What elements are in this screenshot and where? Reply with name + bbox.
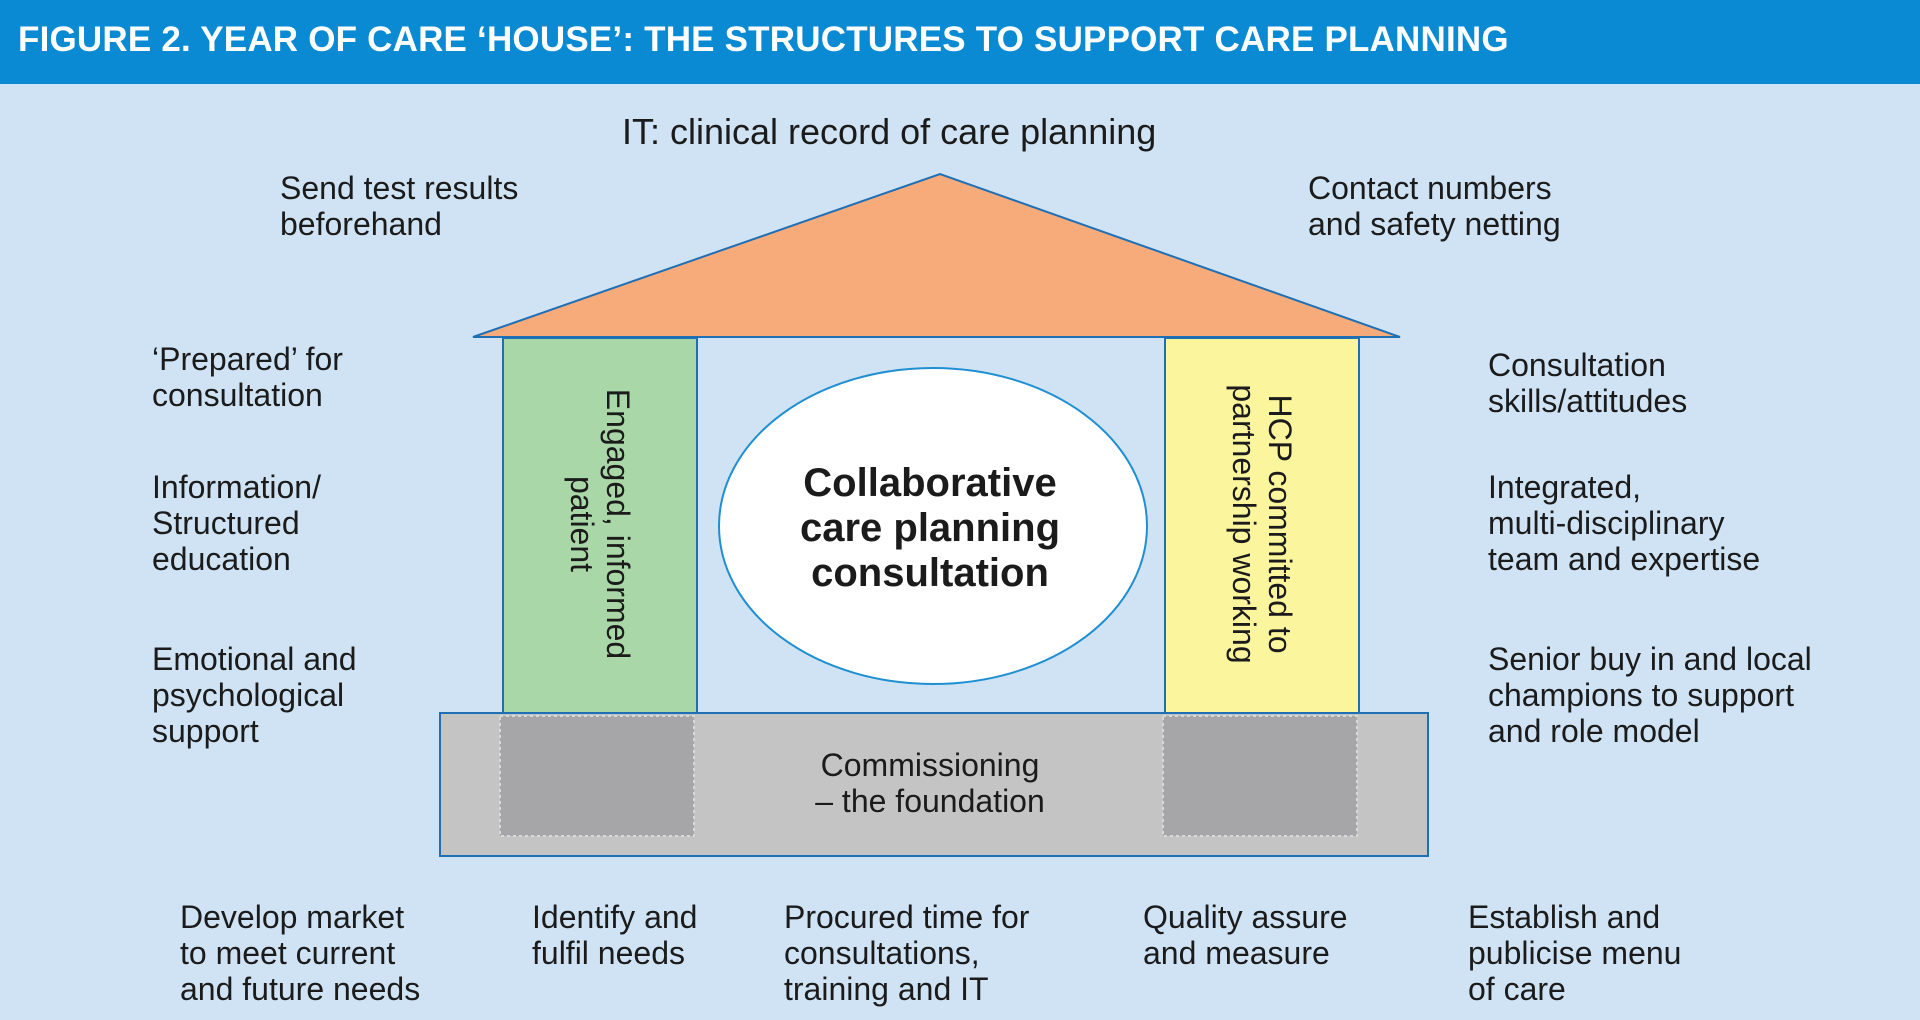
center-ellipse: [718, 367, 1148, 685]
roof-right-label: Contact numbers and safety netting: [1308, 170, 1561, 242]
right-label-consultation-skills: Consultation skills/attitudes: [1488, 347, 1688, 419]
figure-header-bar: FIGURE 2. YEAR OF CARE ‘HOUSE’: THE STRU…: [0, 0, 1920, 84]
left-label-emotional: Emotional and psychological support: [152, 641, 357, 749]
roof-left-label: Send test results beforehand: [280, 170, 519, 242]
roof-label: IT: clinical record of care planning: [622, 111, 1157, 152]
foundation-label: Commissioning – the foundation: [815, 747, 1045, 819]
left-label-information: Information/ Structured education: [152, 469, 321, 577]
left-pillar-label: Engaged, informed patient: [564, 388, 636, 660]
bottom-label-develop-market: Develop market to meet current and futur…: [180, 899, 421, 1007]
center-consultation-label: Collaborative care planning consultation: [799, 461, 1061, 595]
bottom-label-quality-assure: Quality assure and measure: [1143, 899, 1348, 971]
bottom-label-establish-menu: Establish and publicise menu of care: [1468, 899, 1682, 1007]
left-pillar-footing: [499, 715, 695, 837]
right-pillar-label: HCP committed to partnership working: [1226, 384, 1298, 664]
right-pillar-footing: [1162, 715, 1358, 837]
roof: [472, 172, 1401, 338]
left-label-prepared: ‘Prepared’ for consultation: [152, 341, 343, 413]
right-label-senior-buy-in: Senior buy in and local champions to sup…: [1488, 641, 1812, 749]
right-label-integrated: Integrated, multi-disciplinary team and …: [1488, 469, 1761, 577]
right-pillar: [1164, 337, 1360, 717]
bottom-label-procured-time: Procured time for consultations, trainin…: [784, 899, 1030, 1007]
bottom-label-identify-needs: Identify and fulfil needs: [532, 899, 698, 971]
figure-title: FIGURE 2. YEAR OF CARE ‘HOUSE’: THE STRU…: [18, 20, 1509, 59]
left-pillar: [502, 337, 698, 717]
